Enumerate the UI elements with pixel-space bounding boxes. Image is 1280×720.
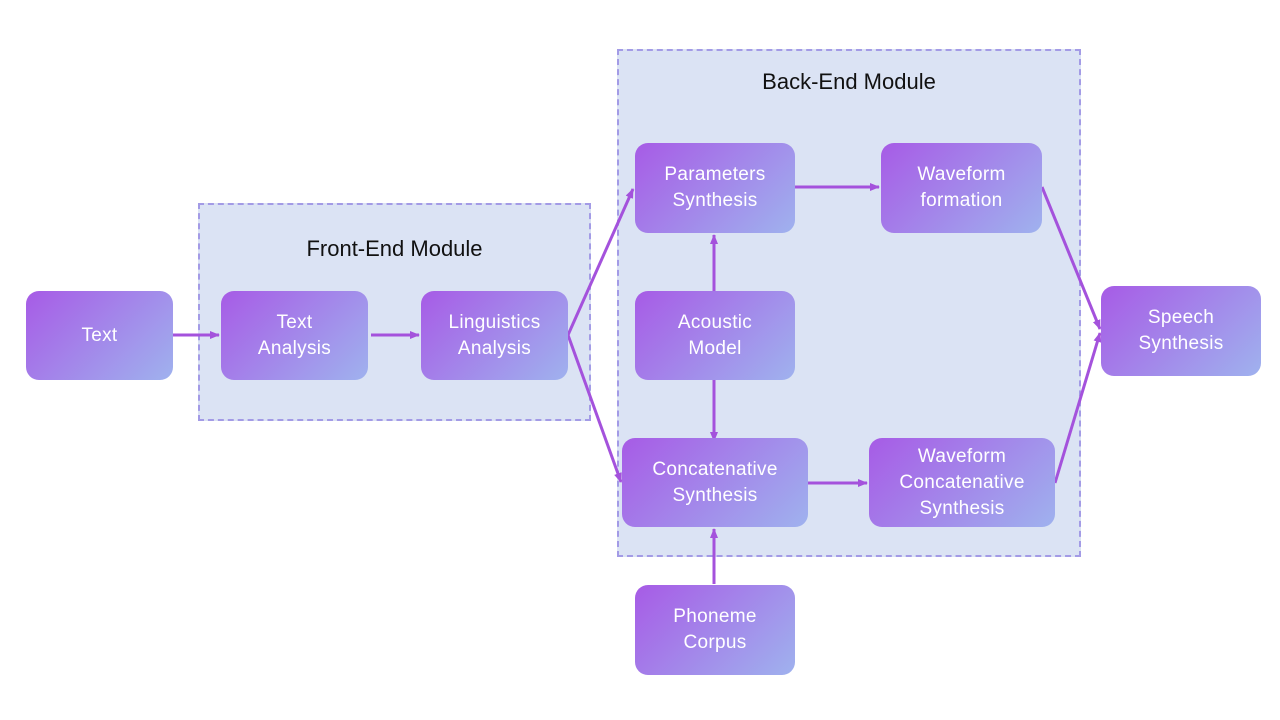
text-analysis-node[interactable]: Text Analysis <box>221 291 368 380</box>
front-end-module-title: Front-End Module <box>306 236 483 261</box>
speech-synthesis-node[interactable]: Speech Synthesis <box>1101 286 1261 376</box>
text-node[interactable]: Text <box>26 291 173 380</box>
back-end-module-title: Back-End Module <box>762 69 936 94</box>
waveform-concatenative-synthesis-node[interactable]: Waveform Concatenative Synthesis <box>869 438 1055 527</box>
linguistics-analysis-node[interactable]: Linguistics Analysis <box>421 291 568 380</box>
phoneme-corpus-node[interactable]: Phoneme Corpus <box>635 585 795 675</box>
concatenative-synthesis-node[interactable]: Concatenative Synthesis <box>622 438 808 527</box>
acoustic-model-node[interactable]: Acoustic Model <box>635 291 795 380</box>
waveform-formation-node[interactable]: Waveform formation <box>881 143 1042 233</box>
parameters-synthesis-node[interactable]: Parameters Synthesis <box>635 143 795 233</box>
